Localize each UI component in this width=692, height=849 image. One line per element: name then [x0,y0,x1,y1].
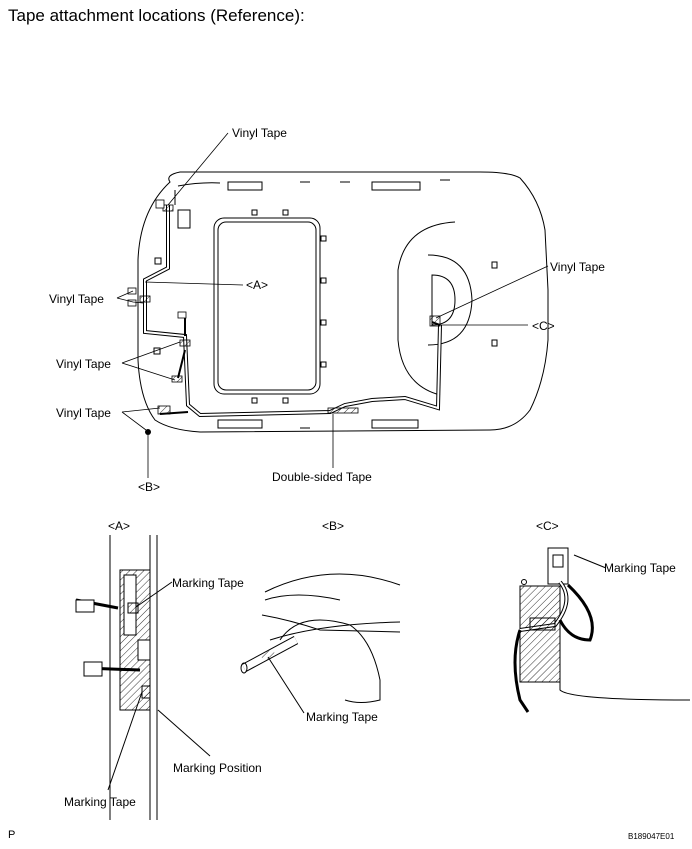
callout-a-label: <A> [246,278,269,292]
detail-c-heading: <C> [536,519,559,533]
page-letter: P [8,829,16,841]
detail-a-drawing [75,535,211,820]
detail-b-marking-tape: Marking Tape [306,710,378,724]
label-double-sided-tape: Double-sided Tape [272,470,372,484]
detail-c-drawing [513,547,691,713]
detail-b-heading: <B> [322,519,345,533]
detail-b-drawing [240,573,401,714]
roof-headliner-outline [137,171,549,433]
label-vinyl-tape-top: Vinyl Tape [232,126,287,140]
callout-b-point [145,429,151,435]
label-vinyl-tape-right: Vinyl Tape [550,260,605,274]
page-title: Tape attachment locations (Reference): [8,6,305,25]
wire-harness [143,205,442,418]
figure-id: B189047E01 [628,832,675,841]
leader-lines-main [116,132,549,478]
label-vinyl-tape-left-1: Vinyl Tape [49,292,104,306]
tape-markers [139,204,441,415]
connectors [127,199,187,319]
callout-c-label: <C> [532,319,555,333]
callout-b-label: <B> [138,480,161,494]
label-vinyl-tape-left-2: Vinyl Tape [56,357,111,371]
detail-a-marking-tape-bottom: Marking Tape [64,795,136,809]
detail-a-marking-position: Marking Position [173,761,262,775]
detail-a-heading: <A> [108,519,131,533]
detail-c-marking-tape: Marking Tape [604,561,676,575]
detail-a-marking-tape-top: Marking Tape [172,576,244,590]
label-vinyl-tape-left-3: Vinyl Tape [56,406,111,420]
